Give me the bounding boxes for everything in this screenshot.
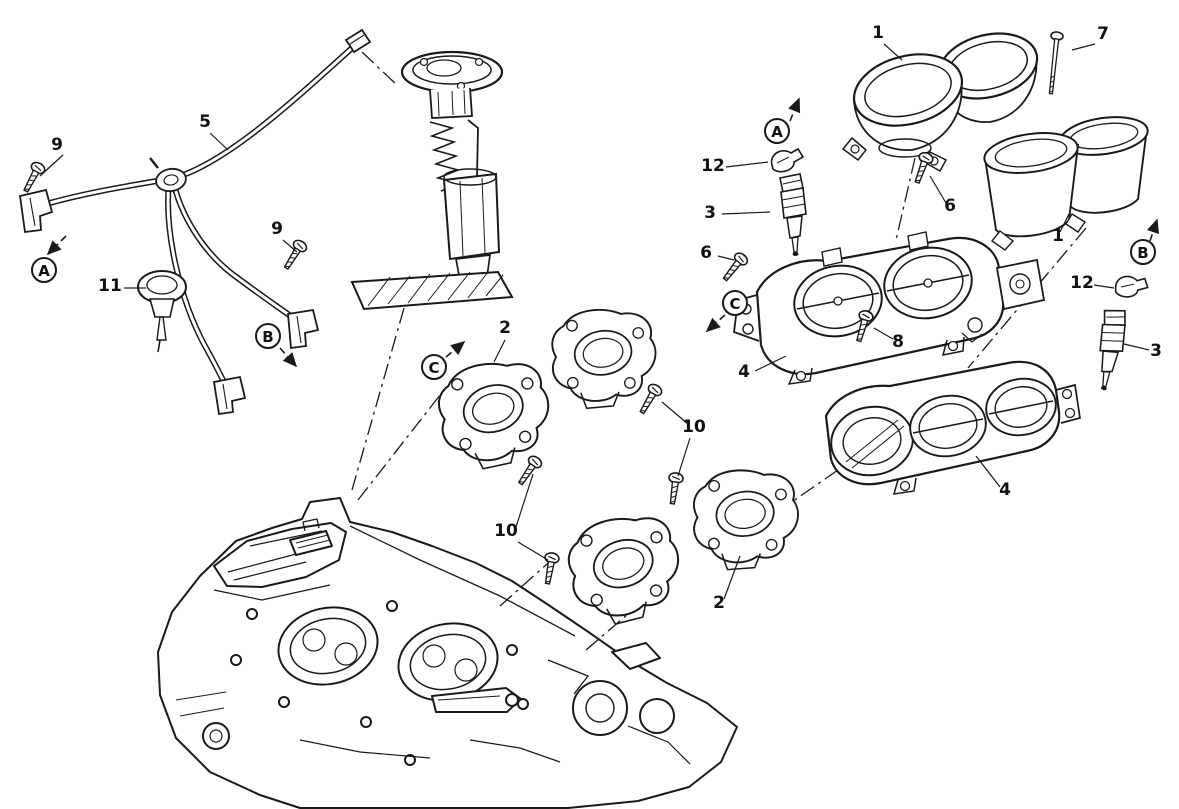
part-label-3a: 3	[704, 203, 716, 223]
intake-manifold-3	[563, 512, 686, 630]
intake-manifold-1	[435, 358, 554, 473]
intake-manifold-2	[548, 306, 659, 413]
hose-clamp-bracket-left	[18, 188, 54, 234]
throttle-position-sensor	[995, 258, 1046, 311]
pump-canister	[442, 172, 501, 261]
part-label-7: 7	[1097, 24, 1109, 44]
velocity-stacks-rear	[983, 116, 1149, 251]
part-label-6b: 6	[700, 243, 712, 263]
screw-7	[1044, 30, 1065, 96]
fuel-injector-left	[779, 173, 807, 257]
screw-10c	[513, 453, 545, 489]
screw-9b	[279, 237, 310, 273]
part-label-10b: 10	[494, 521, 518, 541]
part-label-10a: 10	[682, 417, 706, 437]
intake-port-1	[277, 606, 379, 686]
callout-letter: B	[262, 328, 273, 346]
part-label-9b: 9	[271, 219, 283, 239]
callout-circle	[255, 323, 281, 349]
callout-letter: A	[38, 262, 50, 280]
velocity-stacks-front	[841, 32, 1039, 173]
part-label-5: 5	[199, 112, 211, 132]
callout-arrows	[46, 97, 1160, 368]
part-label-11: 11	[98, 276, 122, 296]
hose-clamp-bracket-right	[287, 308, 320, 350]
callout-B-left: B	[255, 323, 281, 349]
throttle-body-lower	[824, 360, 1081, 495]
pressure-regulator	[137, 270, 187, 353]
part-label-12b: 12	[1070, 273, 1094, 293]
part-label-4b: 4	[999, 480, 1011, 500]
callout-A-right: A	[764, 118, 790, 144]
pump-flange	[400, 50, 504, 94]
part-label-6a: 6	[944, 196, 956, 216]
part-label-1a: 1	[872, 23, 884, 43]
part-label-1b: 1	[1052, 226, 1064, 246]
injector-clip-right	[1112, 271, 1151, 303]
engine-block	[157, 497, 738, 809]
callout-letter: A	[771, 123, 783, 141]
throttle-body-upper	[733, 231, 1046, 385]
fuel-injector-right	[1087, 305, 1132, 394]
part-label-9a: 9	[51, 135, 63, 155]
part-labels: 9 5 9 11 2 1 7 12 3 6 1 6 12 8 3 4 10 4 …	[51, 23, 1162, 613]
callout-circle	[722, 290, 748, 316]
leader-lines	[39, 43, 1150, 600]
view-callouts: A B C A B C	[31, 97, 1160, 380]
hose-clamp-bracket-lower	[212, 375, 247, 416]
part-label-12a: 12	[701, 156, 725, 176]
injector-clip-left	[770, 148, 804, 173]
part-label-4a: 4	[738, 362, 750, 382]
part-label-2a: 2	[499, 318, 511, 338]
callout-circle	[421, 354, 447, 380]
hose-tee-clamp	[155, 167, 187, 193]
screw-10b	[664, 471, 685, 506]
fuel-hose-assembly	[18, 28, 372, 416]
callout-circle	[31, 257, 57, 283]
screw-9a	[18, 159, 48, 196]
callout-B-right: B	[1130, 239, 1156, 265]
pump-base-plate	[350, 270, 514, 311]
part-label-2b: 2	[713, 593, 725, 613]
part-label-8: 8	[892, 332, 904, 352]
screw-6b	[718, 249, 751, 285]
callout-letter: C	[729, 295, 740, 313]
callout-circle	[1130, 239, 1156, 265]
callout-A-left: A	[31, 257, 57, 283]
callout-C-right: C	[722, 290, 748, 316]
part-label-3b: 3	[1150, 341, 1162, 361]
intake-manifold-4	[688, 466, 802, 576]
callout-C-left: C	[421, 354, 447, 380]
fuel-pump-assembly	[350, 50, 514, 311]
callout-circle	[764, 118, 790, 144]
callout-letter: C	[428, 359, 439, 377]
callout-letter: B	[1137, 244, 1148, 262]
